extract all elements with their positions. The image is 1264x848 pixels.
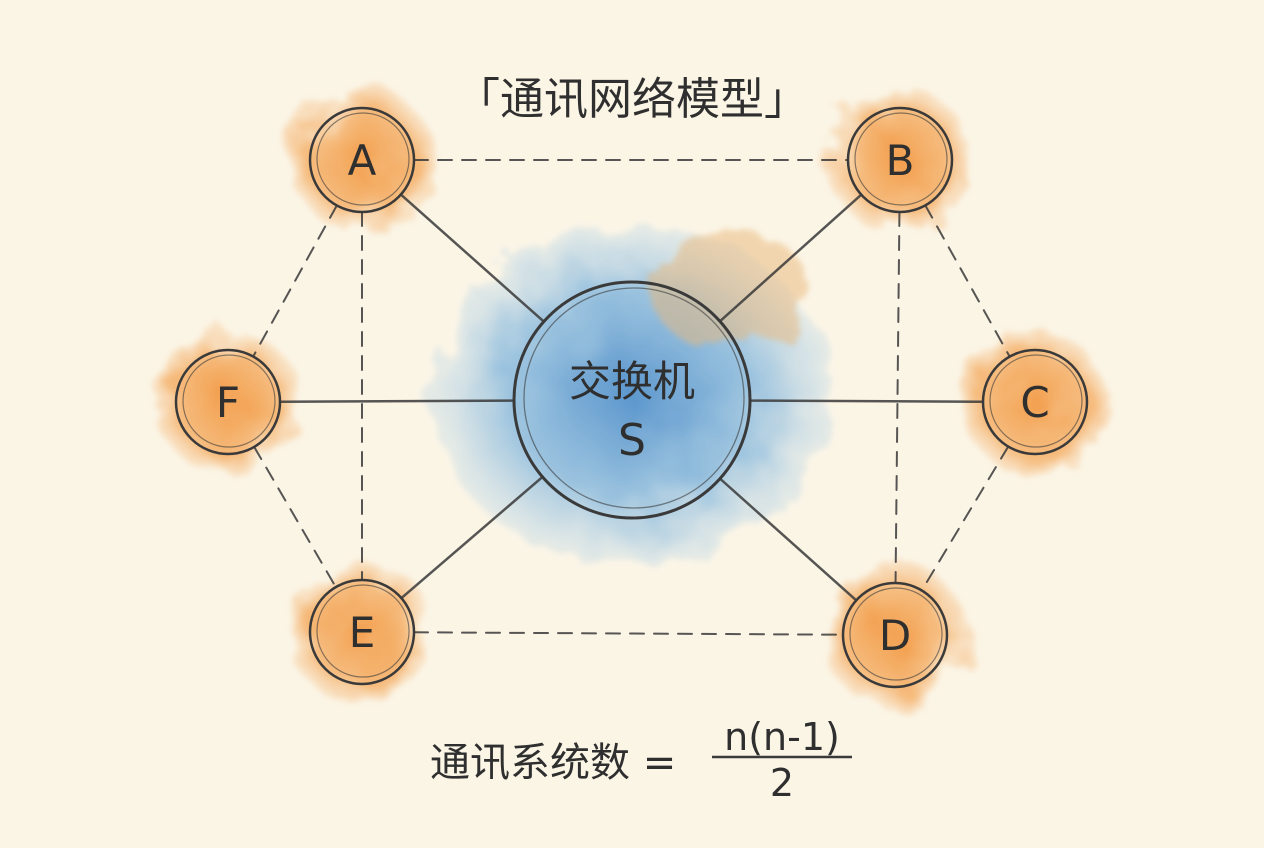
diagram-title: 「通讯网络模型」: [456, 74, 808, 125]
formula-denominator: 2: [770, 761, 794, 805]
dashed-link-C-D: [920, 445, 1010, 592]
node-label: E: [349, 608, 376, 657]
dashed-link-B-C: [924, 204, 1011, 358]
node-E: E: [308, 578, 416, 686]
node-inner-ring: [316, 584, 410, 678]
dashed-link-F-E: [253, 445, 337, 589]
dashed-link-E-D: [412, 631, 845, 636]
center-label-line2: S: [618, 415, 646, 466]
node-C: C: [981, 348, 1089, 456]
node-inner-ring: [316, 112, 410, 206]
link-S-F: [278, 399, 516, 403]
switch-node-inner-ring: [523, 287, 745, 509]
link-S-B: [718, 193, 863, 323]
node-circle: [841, 581, 949, 689]
switch-node: [512, 280, 752, 520]
node-label: B: [886, 136, 915, 185]
node-label: C: [1020, 378, 1049, 427]
node-label: F: [216, 378, 240, 427]
node-F: F: [174, 348, 282, 456]
node-inner-ring: [182, 354, 276, 448]
formula-numerator: n(n-1): [724, 715, 840, 759]
dashed-link-A-F: [252, 204, 338, 358]
node-inner-ring: [854, 112, 948, 206]
dashed-link-B-D: [894, 210, 901, 585]
formula-lhs: 通讯系统数 =: [430, 740, 676, 786]
center-label-line1: 交换机: [569, 357, 695, 406]
node-D: D: [841, 581, 949, 689]
node-circle: [308, 106, 416, 214]
center-accent-blob: [650, 230, 810, 350]
node-inner-ring: [989, 354, 1083, 448]
node-A: A: [308, 106, 416, 214]
link-S-A: [399, 193, 546, 323]
node-inner-ring: [849, 587, 943, 681]
link-S-D: [718, 477, 858, 602]
node-label: D: [879, 611, 911, 660]
node-label: A: [348, 136, 377, 185]
link-S-E: [400, 475, 544, 600]
node-B: B: [846, 106, 954, 214]
node-circle: [846, 106, 954, 214]
node-circle: [174, 348, 282, 456]
link-S-C: [748, 399, 985, 403]
node-circle: [981, 348, 1089, 456]
node-circle: [308, 578, 416, 686]
